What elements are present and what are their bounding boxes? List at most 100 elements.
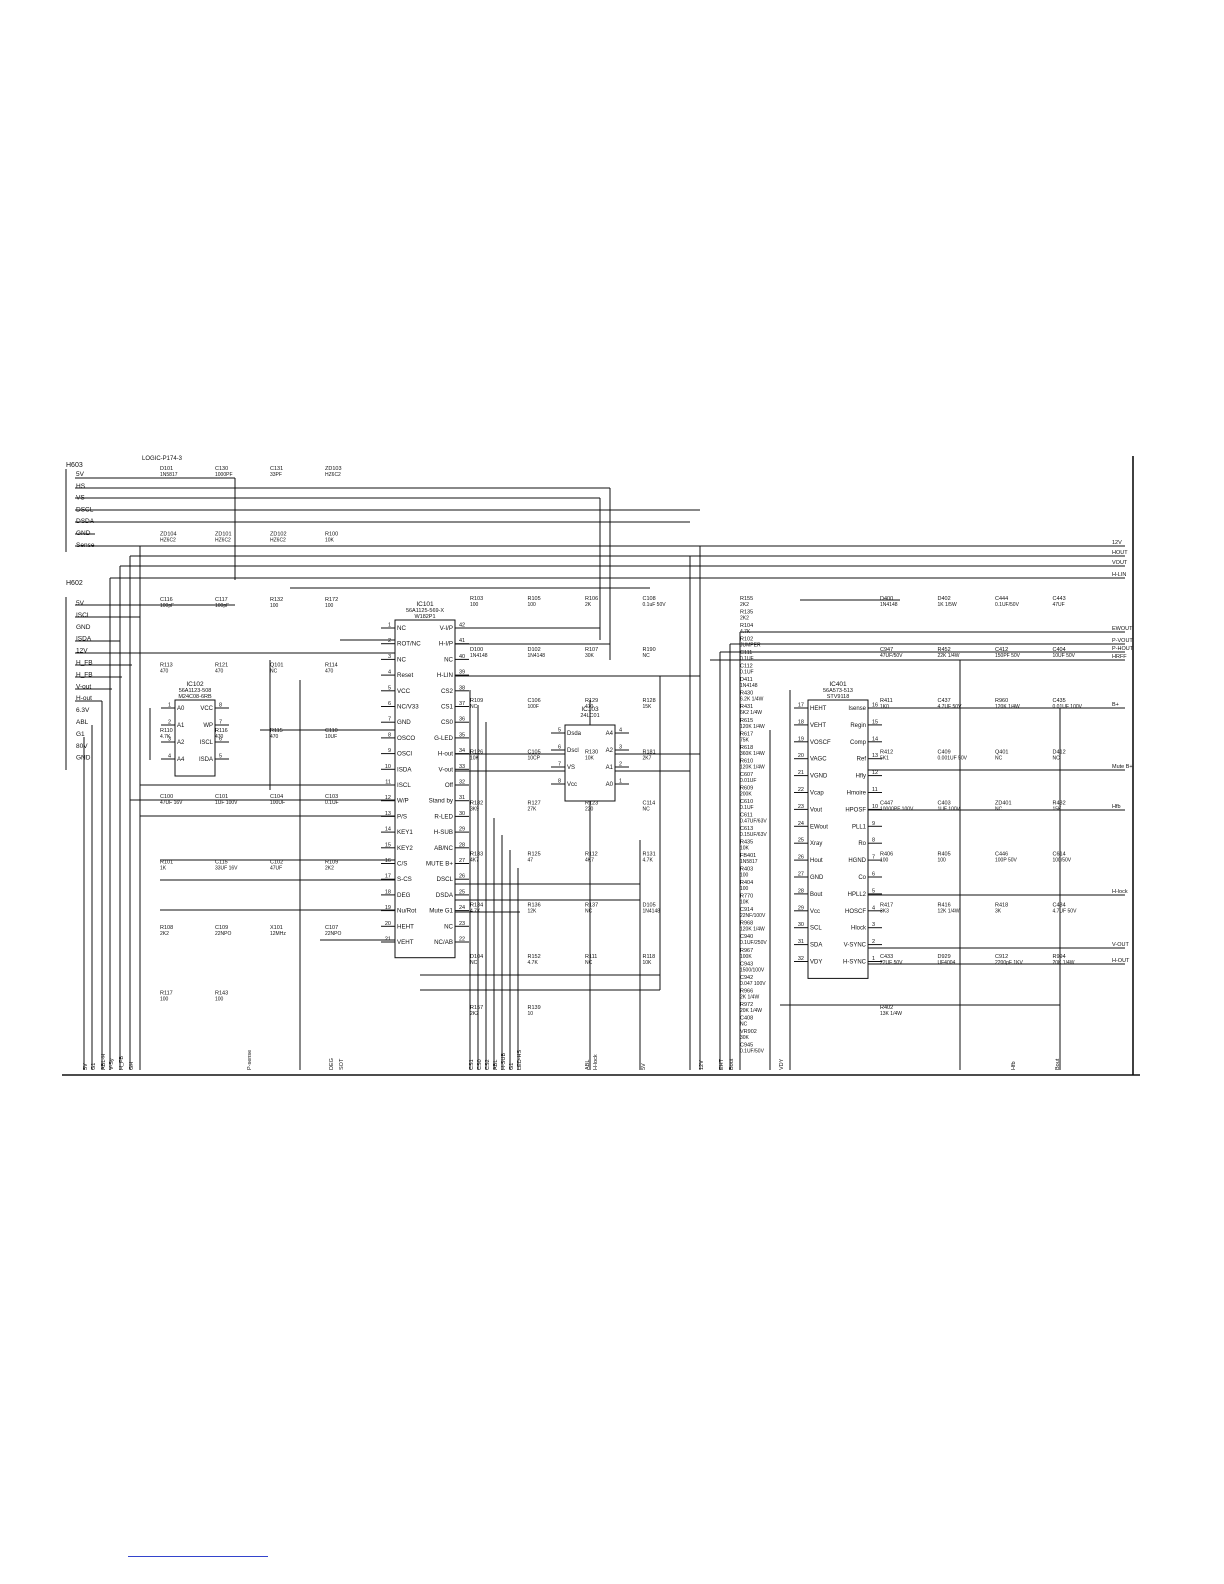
ic103-pin-number: 6	[558, 745, 561, 751]
component-value: 75K	[740, 737, 750, 743]
component-ref: C447	[880, 800, 893, 806]
ic101-pin-number: 3	[388, 654, 391, 660]
ic401-pin-number: 3	[872, 922, 875, 928]
component-ref: R125	[528, 852, 541, 858]
component-ref: C412	[995, 647, 1008, 653]
ic401-pin-number: 22	[798, 787, 804, 793]
component-value: 0.1UF/250V	[740, 940, 767, 946]
component-ref: R109	[325, 859, 338, 865]
h602-pin-label: ABL	[76, 719, 89, 726]
ic102-pin-number: 3	[168, 737, 171, 743]
component-ref: ZD104	[160, 532, 177, 538]
component-value: 470	[270, 734, 279, 740]
footer-link-underline[interactable]	[128, 1556, 268, 1557]
component-ref: C943	[740, 961, 753, 967]
ic401-pin-number: 24	[798, 821, 804, 827]
component-ref: R114	[325, 663, 338, 669]
ic101-pin-name: H-I/P	[439, 641, 453, 648]
component-value: 360K 1/4W	[740, 751, 765, 757]
ic401-pin-number: 31	[798, 939, 804, 945]
bottom-net-label: CS1	[469, 1059, 475, 1070]
ic101-pin-number: 7	[388, 717, 391, 723]
right-outputs: 12VHOUTVOUTH-LINEWOUTP-VOUTP-HOUTHRFFB+M…	[1112, 540, 1134, 964]
component-ref: R101	[160, 859, 173, 865]
ic101-pin-name: HEHT	[397, 923, 414, 930]
component-ref: C434	[1053, 903, 1066, 909]
component-ref: C403	[938, 800, 951, 806]
component-ref: R105	[528, 596, 541, 602]
bottom-net-label: VDY	[779, 1058, 785, 1070]
component-ref: R416	[938, 903, 951, 909]
ic401-pin-number: 19	[798, 736, 804, 742]
component-value: 6K2 1/4W	[740, 710, 762, 716]
component-value: UF4004	[938, 960, 956, 966]
output-label: P-VOUT	[1112, 638, 1133, 644]
ic101-pin-name: NC	[397, 656, 406, 663]
component-value: 2K	[585, 602, 592, 608]
component-ref: C115	[215, 859, 228, 865]
component-ref: R770	[740, 894, 753, 900]
component-ref: C912	[995, 954, 1008, 960]
component-ref: R128	[643, 698, 656, 704]
ic401-pin-number: 1	[872, 956, 875, 962]
component-value: 10K	[740, 900, 750, 906]
ic101-pin-number: 33	[459, 764, 465, 770]
component-ref: R102	[740, 637, 753, 643]
bottom-net-label: Bout	[1055, 1058, 1061, 1070]
component-value: 47	[528, 858, 534, 864]
ic101-pin-number: 40	[459, 654, 465, 660]
component-value: 0.047 100V	[740, 981, 766, 987]
component-ref: R417	[880, 903, 893, 909]
ic101-pin-name: H-LIN	[437, 672, 453, 679]
component-value: NC	[585, 909, 593, 915]
ic103-pin-number: 3	[619, 745, 622, 751]
component-value: 15K	[1053, 806, 1063, 812]
h602-pin-label: H_FB	[76, 660, 93, 667]
component-value: 100pF	[215, 603, 229, 609]
h603-pin-label: Sense	[76, 542, 95, 549]
ic102-pin-number: 5	[219, 754, 222, 760]
component-ref: C112	[740, 664, 753, 670]
bottom-net-label: H_FB	[119, 1056, 125, 1070]
ic101-pin-name: ISCL	[397, 782, 411, 789]
ic101-pin-name: CS1	[441, 704, 454, 711]
component-ref: R130	[585, 749, 598, 755]
component-value: 1K 1/5W	[938, 602, 957, 608]
component-value: 10K	[470, 755, 480, 761]
ic401-pin-name: EWout	[810, 824, 828, 830]
component-value: 100P 50V	[995, 858, 1018, 864]
component-ref: R143	[215, 990, 228, 996]
component-ref: D104	[470, 954, 483, 960]
component-ref: R610	[740, 758, 753, 764]
component-value: 1UF 100V	[215, 800, 238, 806]
component-value: 3K9	[470, 806, 479, 812]
ic101-pin-number: 32	[459, 780, 465, 786]
ic401-pin-name: Ro	[858, 841, 866, 847]
component-ref: R115	[270, 728, 283, 734]
component-value: JUMPER	[740, 643, 761, 649]
ic401-pin-number: 32	[798, 956, 804, 962]
ic101-pin-number: 38	[459, 685, 465, 691]
component-value: 120K 1/4W	[740, 724, 765, 730]
ic401-body	[807, 699, 869, 979]
